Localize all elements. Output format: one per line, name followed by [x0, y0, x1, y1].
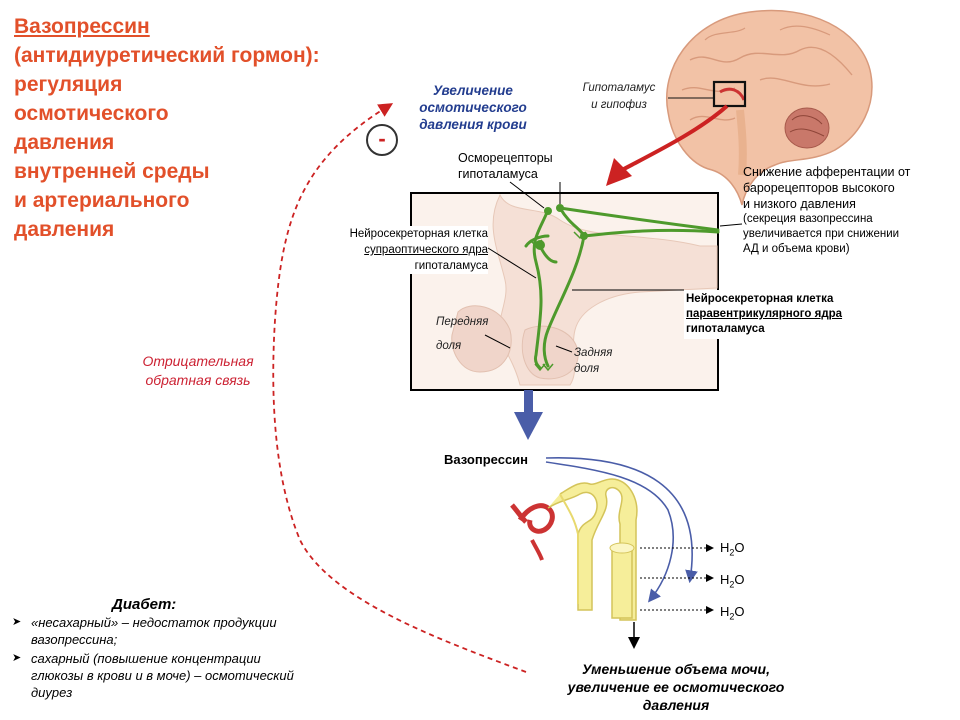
- supraoptic-line-3: гипоталамуса: [414, 260, 488, 272]
- posterior-lobe-label: Задняя доля: [574, 345, 634, 377]
- anterior-lobe-line-1: Передняя: [436, 316, 489, 328]
- diabetes-title: Диабет:: [112, 596, 177, 613]
- title-line-8: давления: [14, 218, 115, 241]
- result-line-1: Уменьшение объема мочи,: [581, 661, 770, 677]
- anterior-lobe-line-2: доля: [436, 340, 462, 352]
- result-line-3: давления: [642, 697, 710, 713]
- title-line-2: (антидиуретический гормон):: [14, 44, 320, 67]
- title-line-7: и артериального: [14, 189, 190, 212]
- zoom-arrow: [621, 104, 729, 172]
- vasopressin-label: Вазопрессин: [444, 452, 529, 467]
- bullet-arrow-icon: ➤: [12, 652, 22, 664]
- brain-image: [666, 9, 873, 206]
- water-label-1: H2O: [720, 540, 745, 558]
- title-line-4: осмотического: [14, 102, 169, 125]
- vasopressin-arrow-2: [545, 461, 674, 603]
- water-label-3: H2O: [720, 604, 745, 622]
- afferent-line-2: барорецепторов высокого: [743, 181, 895, 195]
- supraoptic-line-2: супраоптического ядра: [364, 244, 488, 256]
- brain-label-line-1: Гипоталамус: [582, 82, 656, 94]
- title-line-6: внутренней среды: [14, 160, 210, 183]
- increase-line-2: осмотического: [419, 100, 527, 115]
- afferent-note-2: увеличивается при снижении: [743, 228, 900, 240]
- label-pointers: [484, 181, 743, 353]
- negative-feedback-arrow: [272, 103, 527, 673]
- synapse-marks: [529, 231, 587, 372]
- diabetes-item-mellitus: ➤ сахарный (повышение концентрации глюко…: [12, 650, 302, 701]
- negative-feedback-label: Отрицательная обратная связь: [128, 352, 268, 390]
- afferent-line-3: и низкого давления: [743, 197, 856, 211]
- bullet-arrow-icon: ➤: [12, 616, 22, 628]
- feedback-line-2: обратная связь: [145, 372, 251, 388]
- paraventricular-line-3: гипоталамуса: [686, 323, 765, 335]
- water-label-2: H2O: [720, 572, 745, 590]
- osmoreceptors-line-2: гипоталамуса: [458, 167, 538, 181]
- brain-label-line-2: и гипофиз: [591, 99, 647, 111]
- secretion-arrow-shaft: [524, 390, 533, 412]
- paraventricular-label: Нейросекреторная клетка паравентрикулярн…: [684, 290, 864, 339]
- hypothalamus-pituitary-label: Гипоталамус и гипофиз: [572, 80, 666, 114]
- increase-line-1: Увеличение: [433, 83, 513, 98]
- feedback-line-1: Отрицательная: [142, 353, 254, 369]
- neuron-bodies: [535, 204, 588, 250]
- title-line-1: Вазопрессин: [14, 15, 150, 38]
- paraventricular-line-1: Нейросекреторная клетка: [686, 293, 834, 305]
- afferent-note-3: АД и объема крови): [743, 243, 850, 255]
- nephron-image: [510, 478, 638, 621]
- increase-line-3: давления крови: [419, 117, 527, 132]
- vasopressin-arrow-1: [545, 457, 698, 584]
- diabetes-list: ➤ «несахарный» – недостаток продукции ва…: [12, 614, 302, 703]
- diabetes-item-insipidus: ➤ «несахарный» – недостаток продукции ва…: [12, 614, 302, 648]
- diabetes-item-text: «несахарный» – недостаток продукции вазо…: [31, 615, 277, 647]
- negative-sign: -: [366, 124, 398, 156]
- secretion-arrow-head: [514, 412, 543, 440]
- osmoreceptors-line-1: Осморецепторы: [458, 151, 553, 165]
- supraoptic-line-1: Нейросекреторная клетка: [349, 228, 488, 240]
- page-title: Вазопрессин (антидиуретический гормон): …: [14, 12, 364, 244]
- anterior-lobe-label: Передняя доля: [436, 310, 510, 358]
- posterior-lobe-line-1: Задняя: [574, 347, 613, 359]
- osmoreceptors-label: Осморецепторы гипоталамуса: [458, 150, 553, 182]
- paraventricular-line-2: паравентрикулярного ядра: [686, 308, 843, 320]
- diabetes-item-text: сахарный (повышение концентрации глюкозы…: [31, 651, 294, 700]
- title-line-5: давления: [14, 131, 115, 154]
- afferent-note-1: (секреция вазопрессина: [743, 213, 873, 225]
- result-line-2: увеличение ее осмотического: [567, 679, 785, 695]
- increase-osmotic-label: Увеличение осмотического давления крови: [398, 82, 548, 133]
- zoom-arrow-head: [606, 158, 632, 186]
- posterior-lobe-line-2: доля: [574, 363, 600, 375]
- result-label: Уменьшение объема мочи, увеличение ее ос…: [536, 660, 816, 714]
- title-line-3: регуляция: [14, 73, 123, 96]
- afferent-line-1: Снижение афферентации от: [743, 165, 911, 179]
- water-arrows: [640, 544, 714, 614]
- supraoptic-label: Нейросекреторная клетка супраоптического…: [312, 226, 488, 274]
- afferent-label: Снижение афферентации от барорецепторов …: [743, 164, 958, 257]
